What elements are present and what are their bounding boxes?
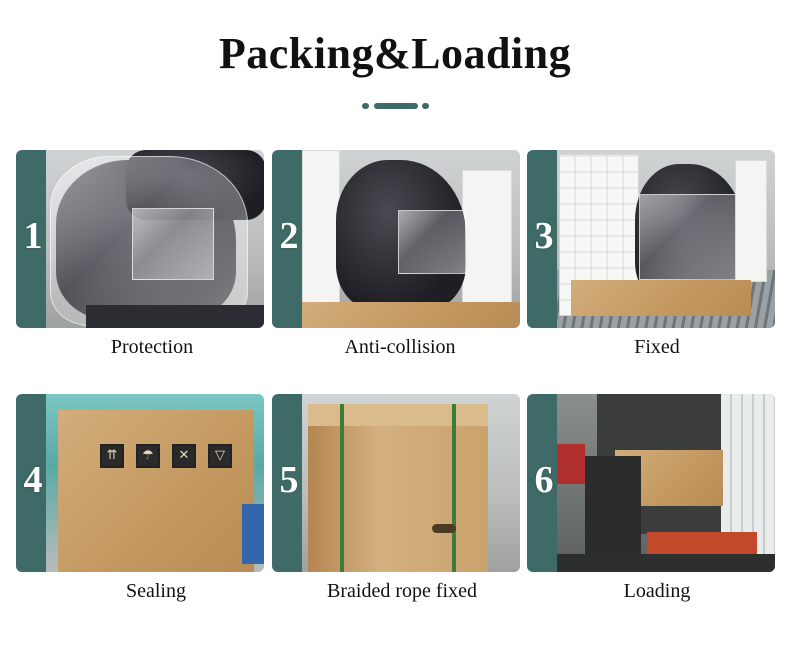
step-photo-braided-rope-fixed	[302, 394, 520, 572]
step-photo-fixed	[557, 150, 775, 328]
step-number-strip	[527, 150, 557, 328]
step-photo-loading	[557, 394, 775, 572]
step-number: 3	[534, 215, 554, 257]
step-card-fixed: 3	[527, 150, 775, 328]
step-photo-sealing: ⇈ ☂ ✕ ▽	[46, 394, 264, 572]
do-not-stack-icon: ✕	[172, 444, 196, 468]
step-number-strip	[527, 394, 557, 572]
step-card-anti-collision: 2	[272, 150, 520, 328]
step-number: 2	[279, 215, 299, 257]
step-number-strip	[16, 150, 46, 328]
step-caption: Anti-collision	[344, 336, 456, 358]
title-divider-dot-left	[362, 103, 369, 109]
step-caption: Protection	[110, 336, 194, 358]
step-card-protection: 1	[16, 150, 264, 328]
step-caption: Fixed	[634, 336, 680, 358]
step-number-strip	[16, 394, 46, 572]
step-card-loading: 6	[527, 394, 775, 572]
step-number-strip	[272, 150, 302, 328]
fragile-icon: ▽	[208, 444, 232, 468]
title-divider-bar	[374, 103, 418, 109]
keep-dry-icon: ☂	[136, 444, 160, 468]
step-card-braided-rope-fixed: 5	[272, 394, 520, 572]
step-caption: Sealing	[126, 580, 186, 602]
step-caption: Loading	[623, 580, 691, 602]
step-number: 5	[279, 459, 299, 501]
step-caption: Braided rope fixed	[327, 580, 477, 602]
page-title: Packing&Loading	[218, 29, 572, 78]
step-number-strip	[272, 394, 302, 572]
title-divider-dot-right	[422, 103, 429, 109]
step-number: 6	[534, 459, 554, 501]
step-photo-anti-collision	[302, 150, 520, 328]
step-number: 1	[23, 215, 43, 257]
step-number: 4	[23, 459, 43, 501]
step-photo-protection	[46, 150, 264, 328]
step-card-sealing: 4 ⇈ ☂ ✕ ▽	[16, 394, 264, 572]
this-way-up-icon: ⇈	[100, 444, 124, 468]
